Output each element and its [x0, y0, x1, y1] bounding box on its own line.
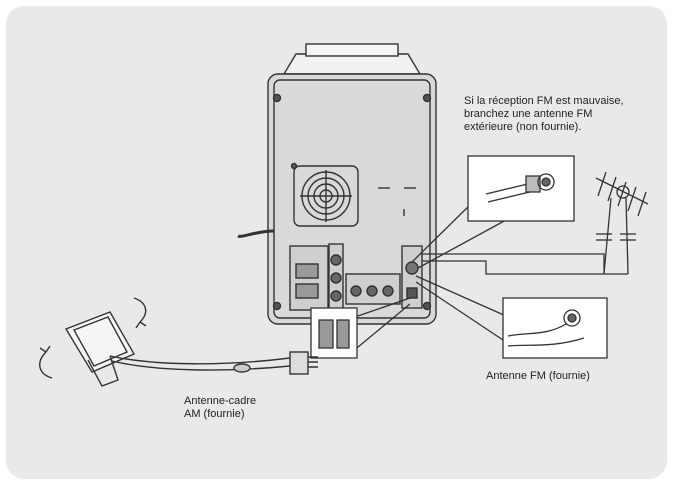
cooling-fan [293, 165, 359, 227]
diagram-panel: Si la réception FM est mauvaise, branche… [6, 6, 667, 479]
am-loop-antenna [39, 297, 318, 387]
fm-outdoor-note: Si la réception FM est mauvaise, branche… [464, 95, 664, 134]
am-supplied-label-line: Antenne-cadre [184, 395, 257, 407]
fm-outdoor-note-line: extérieure (non fournie). [464, 121, 582, 133]
main-unit [237, 43, 437, 325]
am-supplied-label: Antenne-cadre AM (fournie) [184, 395, 256, 421]
fm-outdoor-note-line: branchez une antenne FM [464, 108, 593, 120]
am-supplied-label-line: AM (fournie) [184, 408, 245, 420]
am-terminal-callout [310, 297, 411, 359]
fm-wire-callout [415, 275, 608, 359]
fm-outdoor-note-line: Si la réception FM est mauvaise, [464, 95, 624, 107]
connection-diagram [39, 43, 649, 387]
outdoor-fm-antenna [595, 171, 649, 275]
fm-supplied-label: Antenne FM (fournie) [486, 370, 590, 382]
coax-connector-callout [411, 155, 575, 269]
